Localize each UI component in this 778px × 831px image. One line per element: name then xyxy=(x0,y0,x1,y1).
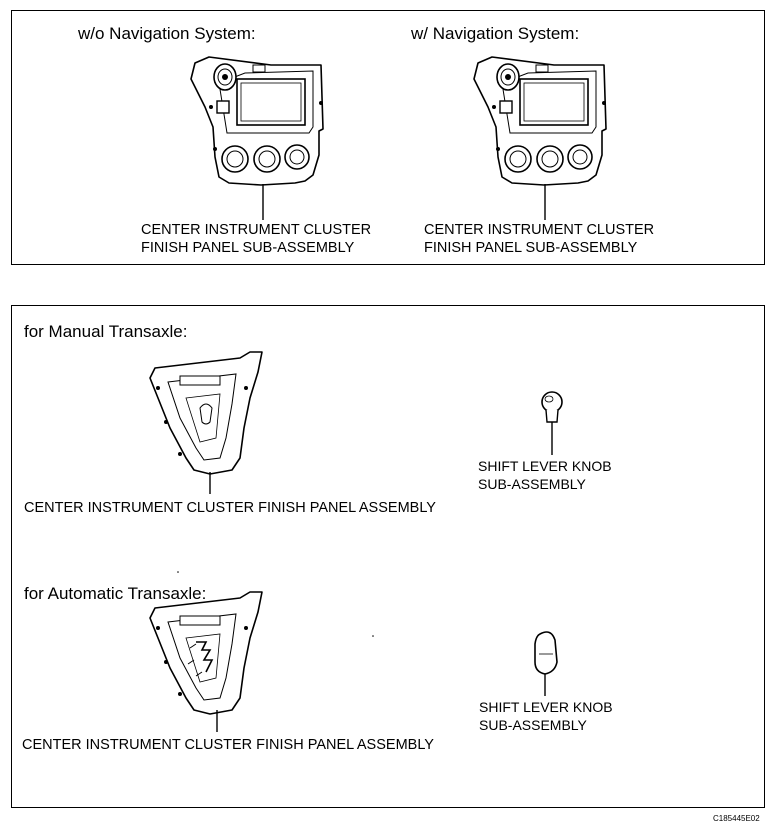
top-panel-frame xyxy=(11,10,765,265)
label-automatic-panel: CENTER INSTRUMENT CLUSTER FINISH PANEL A… xyxy=(22,737,434,753)
label-left-panel-line2: FINISH PANEL SUB-ASSEMBLY xyxy=(141,240,355,256)
label-automatic-knob-line1: SHIFT LEVER KNOB xyxy=(479,699,613,715)
label-manual-knob-line2: SUB-ASSEMBLY xyxy=(478,476,586,492)
label-left-panel-line1: CENTER INSTRUMENT CLUSTER xyxy=(141,222,372,238)
heading-with-navigation: w/ Navigation System: xyxy=(411,24,580,43)
label-right-panel-line2: FINISH PANEL SUB-ASSEMBLY xyxy=(424,240,638,256)
label-manual-knob-line1: SHIFT LEVER KNOB xyxy=(478,458,612,474)
bottom-panel-frame xyxy=(11,305,765,808)
label-right-panel-line1: CENTER INSTRUMENT CLUSTER xyxy=(424,222,655,238)
heading-manual-transaxle: for Manual Transaxle: xyxy=(24,322,188,341)
figure-code: C185445E02 xyxy=(713,814,760,823)
label-manual-panel: CENTER INSTRUMENT CLUSTER FINISH PANEL A… xyxy=(24,500,436,516)
heading-without-navigation: w/o Navigation System: xyxy=(78,24,256,43)
label-automatic-knob-line2: SUB-ASSEMBLY xyxy=(479,717,587,733)
heading-automatic-transaxle: for Automatic Transaxle: xyxy=(24,584,207,603)
